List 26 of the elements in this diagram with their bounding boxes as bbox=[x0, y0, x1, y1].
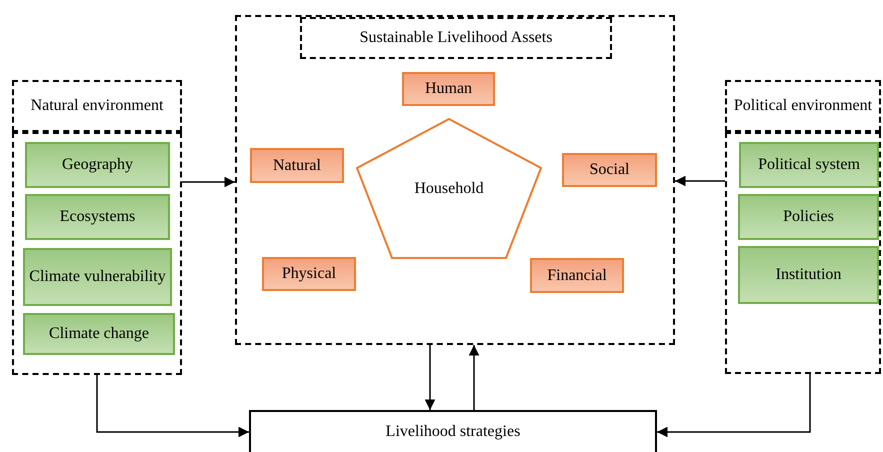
title-box: Sustainable Livelihood Assets bbox=[300, 17, 612, 59]
strategies-box: Livelihood strategies bbox=[249, 410, 657, 452]
arrow bbox=[424, 345, 436, 410]
factor-box: Climate vulnerability bbox=[23, 248, 172, 306]
asset-box: Human bbox=[402, 72, 495, 106]
household-pentagon: Household bbox=[356, 118, 542, 259]
group-header-box: Political environment bbox=[725, 80, 881, 132]
arrow bbox=[675, 176, 725, 186]
asset-box: Financial bbox=[530, 258, 624, 293]
group-header-box: Natural environment bbox=[12, 80, 182, 132]
factor-box: Institution bbox=[738, 246, 879, 304]
arrow bbox=[96, 375, 249, 438]
factor-box: Climate change bbox=[23, 313, 175, 355]
arrow bbox=[657, 374, 811, 438]
factor-box: Geography bbox=[25, 142, 170, 188]
asset-box: Social bbox=[562, 153, 657, 187]
assets-box bbox=[235, 15, 675, 345]
factor-box: Ecosystems bbox=[25, 194, 170, 240]
group-box bbox=[12, 132, 182, 375]
asset-box: Physical bbox=[262, 257, 356, 291]
factor-box: Political system bbox=[739, 142, 879, 188]
factor-box: Policies bbox=[738, 194, 879, 240]
asset-box: Natural bbox=[250, 148, 344, 183]
arrow bbox=[468, 345, 480, 410]
group-box bbox=[725, 132, 881, 374]
arrow bbox=[182, 176, 235, 188]
